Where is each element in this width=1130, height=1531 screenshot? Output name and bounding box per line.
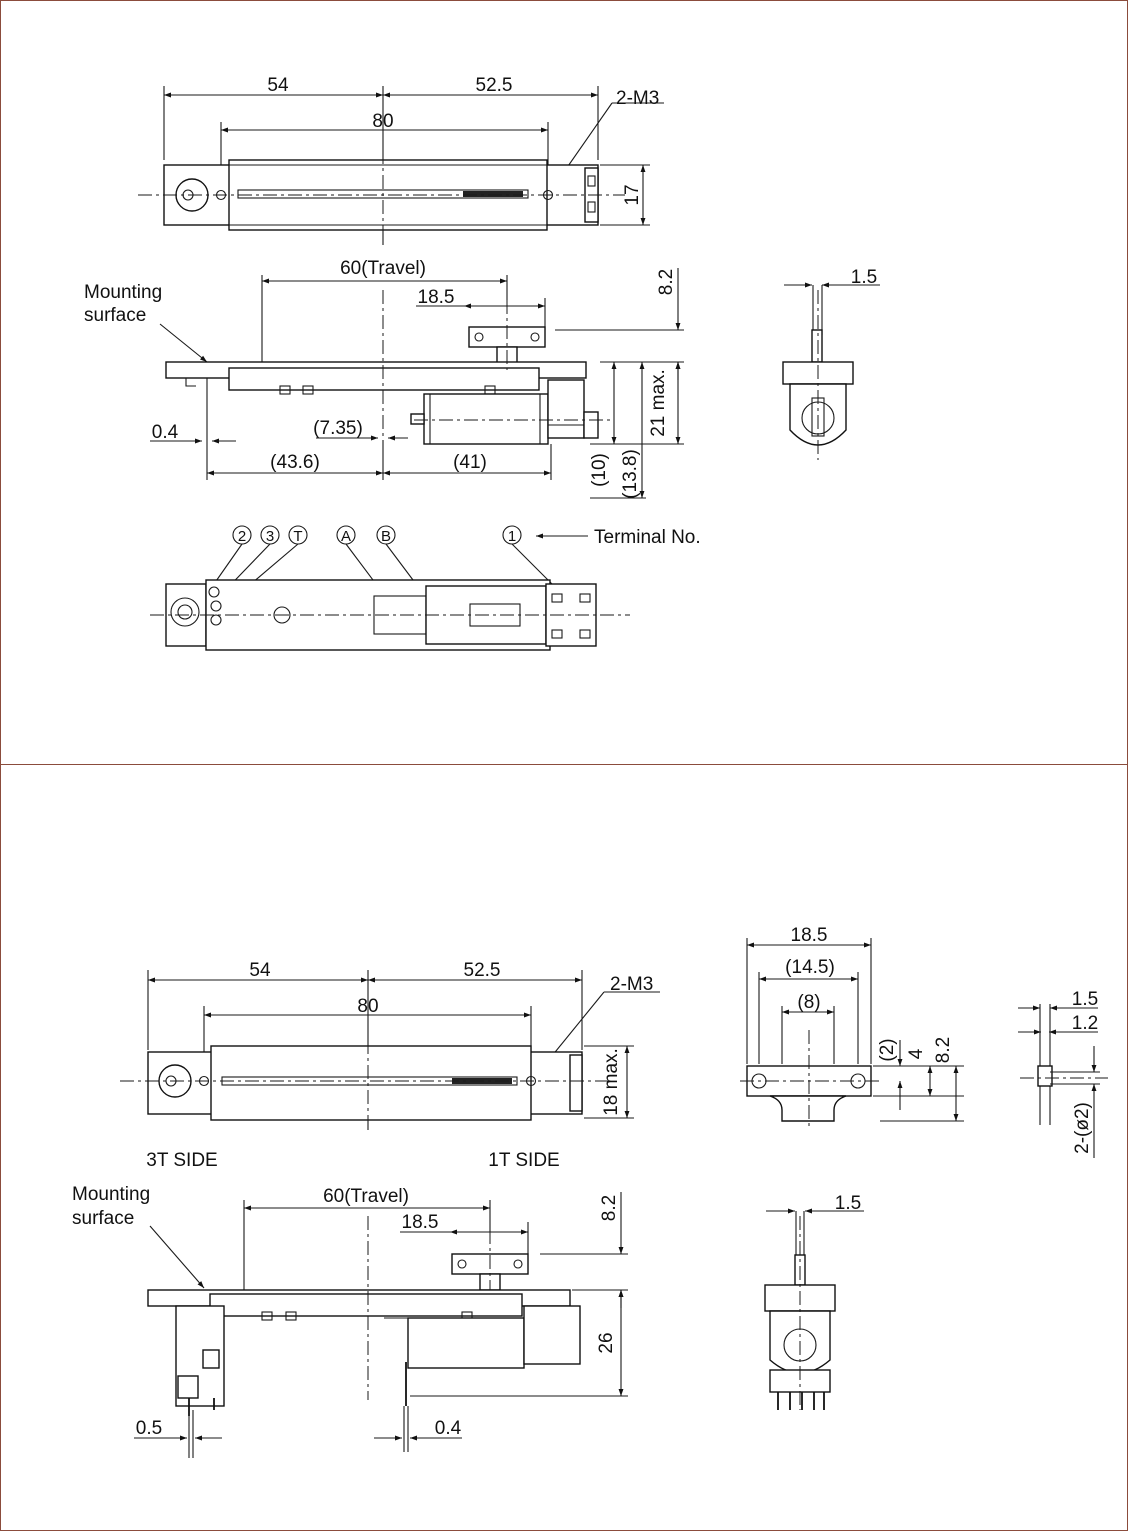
terminal-1: 1 — [508, 528, 516, 545]
a-top-slot — [237, 189, 529, 199]
b-side-frame — [209, 1293, 523, 1317]
b-knob-dim-82: 8.2 — [933, 1037, 954, 1063]
b-dim-54: 54 — [249, 960, 271, 981]
b-dim-525: 52.5 — [464, 960, 501, 981]
b-knob-dim-2: (2) — [877, 1038, 898, 1061]
terminal-2: 2 — [238, 528, 246, 545]
b-knob-dim-145: (14.5) — [785, 957, 835, 978]
a-screw-note: 2-M3 — [616, 88, 659, 109]
b-mounting-label-1: Mounting — [72, 1184, 150, 1205]
b-pin-dim-12: 1.2 — [1072, 1013, 1098, 1034]
a-side-view: Mounting surface 60(Travel) 18.5 — [84, 258, 684, 499]
b-dim-80: 80 — [357, 996, 378, 1017]
b-mounting-label-2: surface — [72, 1208, 134, 1229]
a-mounting-label-1: Mounting — [84, 282, 162, 303]
a-dim-21max: 21 max. — [648, 369, 669, 437]
b-pin-detail: 1.5 1.2 2-(ø2) — [1018, 989, 1108, 1158]
b-screw-note: 2-M3 — [610, 974, 653, 995]
terminal-t: T — [293, 528, 302, 545]
a-end-view: 1.5 — [782, 267, 880, 460]
b-knob-view: 18.5 (14.5) (8) (2) 4 8.2 — [740, 925, 964, 1130]
b-pin-dim-holes: 2-(ø2) — [1072, 1102, 1093, 1154]
b-dim-82: 8.2 — [599, 1195, 620, 1221]
a-dim-41: (41) — [453, 452, 487, 473]
a-dim-80: 80 — [372, 111, 393, 132]
a-dim-17: 17 — [622, 184, 643, 205]
a-side-motor — [423, 393, 549, 445]
a-top-view: 54 52.5 80 2-M3 — [138, 75, 664, 245]
terminal-3: 3 — [266, 528, 274, 545]
a-dim-735: (7.35) — [313, 418, 363, 439]
a-top-lever — [463, 191, 523, 197]
a-dim-10: (10) — [589, 453, 610, 487]
a-dim-travel: 60(Travel) — [340, 258, 426, 279]
a-mounting-label-2: surface — [84, 305, 146, 326]
a-end-dim-15: 1.5 — [851, 267, 877, 288]
a-end-housing — [789, 383, 847, 446]
a-dim-04: 0.4 — [152, 422, 179, 443]
b-dim-travel: 60(Travel) — [323, 1186, 409, 1207]
a-dim-82: 8.2 — [656, 269, 677, 295]
terminal-b: B — [381, 528, 391, 545]
a-bottom-view: Terminal No. 2 3 T A B 1 — [150, 525, 701, 651]
b-pin-dim-15: 1.5 — [1072, 989, 1098, 1010]
b-side-motor — [407, 1317, 525, 1369]
b-top-view: 54 52.5 80 2-M3 18 max. 3T SIDE 1T SIDE — [120, 960, 660, 1171]
b-dim-26: 26 — [596, 1332, 617, 1353]
b-end-dim-15: 1.5 — [835, 1193, 861, 1214]
a-side-frame — [228, 367, 540, 391]
a-dim-138: (13.8) — [620, 449, 641, 499]
b-1t-side: 1T SIDE — [488, 1150, 559, 1171]
b-3t-side: 3T SIDE — [146, 1150, 217, 1171]
b-dim-knob: 18.5 — [402, 1212, 439, 1233]
terminal-a: A — [341, 528, 351, 545]
a-dim-436: (43.6) — [270, 452, 320, 473]
b-knob-dim-8: (8) — [797, 992, 820, 1013]
b-side-view: Mounting surface 60(Travel) 18.5 — [72, 1184, 628, 1458]
b-end-view: 1.5 — [764, 1193, 864, 1410]
b-dim-18max: 18 max. — [601, 1048, 622, 1116]
b-knob-dim-185: 18.5 — [791, 925, 828, 946]
b-knob-stem — [769, 1095, 847, 1122]
a-terminal-label: Terminal No. — [594, 527, 701, 548]
b-pin-body — [1037, 1065, 1053, 1087]
b-knob-dim-4: 4 — [906, 1048, 927, 1059]
a-dim-54: 54 — [267, 75, 289, 96]
a-dim-525: 52.5 — [476, 75, 513, 96]
b-top-rail — [210, 1045, 532, 1121]
b-dim-04: 0.4 — [435, 1418, 462, 1439]
a-dim-knob: 18.5 — [418, 287, 455, 308]
b-dim-05: 0.5 — [136, 1418, 162, 1439]
